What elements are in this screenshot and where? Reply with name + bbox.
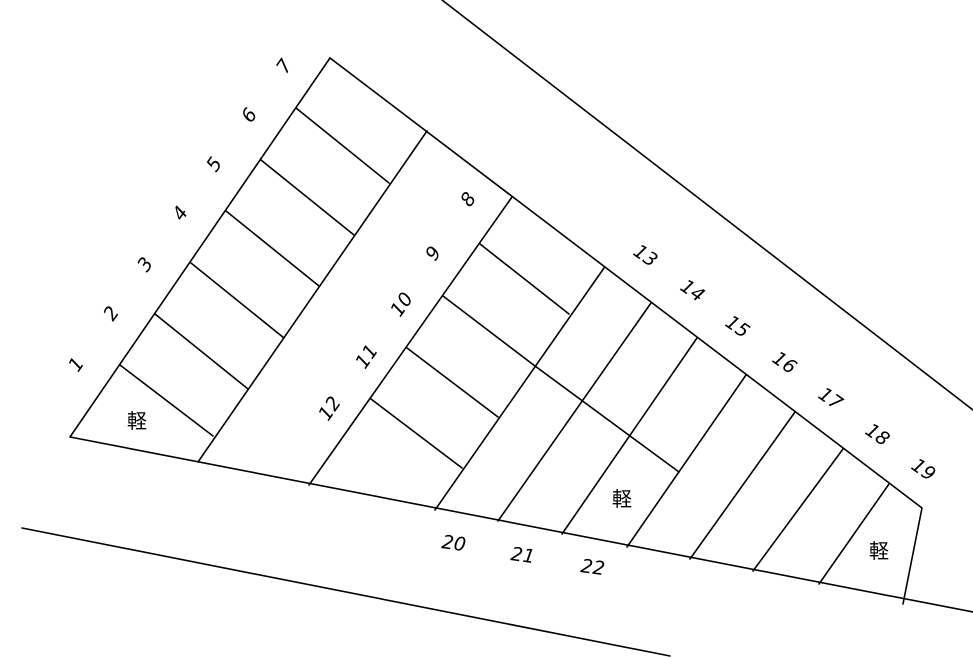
row1-inner-edge (197, 130, 428, 463)
stall-number: 18 (861, 419, 893, 451)
stall-divider (260, 159, 355, 236)
stall-number: 9 (421, 242, 446, 265)
stall-divider (689, 411, 796, 560)
stall-divider (119, 364, 214, 437)
stall-divider (190, 262, 285, 339)
stall-divider (752, 448, 844, 572)
road-line-bottom (21, 527, 671, 657)
stall-divider (534, 365, 680, 473)
stall-divider (479, 243, 570, 315)
lot-outline (69, 57, 973, 613)
stall-number: 21 (509, 543, 536, 568)
road-line-top (441, 0, 973, 411)
stall-divider (561, 337, 698, 535)
kei-label: 軽 (127, 409, 147, 433)
stall-number: 3 (133, 253, 158, 276)
stall-number: 7 (272, 55, 297, 78)
stall-divider (154, 313, 249, 390)
lot-outline-right (329, 57, 923, 605)
stall-number: 2 (99, 302, 124, 325)
stall-divider (442, 295, 536, 367)
stall-divider (295, 107, 390, 184)
stall-number: 1 (64, 353, 89, 376)
stall-number: 15 (721, 311, 753, 343)
stall-number: 10 (386, 288, 418, 320)
stall-number: 13 (629, 240, 661, 272)
stall-number: 6 (237, 104, 262, 127)
stall-divider (225, 210, 320, 287)
stall-number: 4 (168, 202, 193, 225)
stall-number: 20 (440, 531, 467, 556)
stall-number: 16 (768, 347, 800, 379)
kei-label: 軽 (869, 539, 889, 563)
stall-number: 11 (351, 340, 383, 372)
stall-number: 19 (907, 454, 939, 486)
stall-number: 5 (202, 153, 227, 176)
stall-divider (497, 302, 652, 522)
row2-outer-edge (308, 196, 513, 486)
stall-divider (406, 347, 499, 418)
stall-number: 12 (314, 392, 346, 424)
stall-divider (370, 398, 463, 469)
stall-number: 8 (456, 188, 481, 211)
stall-number: 17 (814, 383, 846, 415)
kei-label: 軽 (612, 487, 632, 511)
stall-divider (626, 374, 747, 548)
row3-inner-edge (434, 267, 605, 511)
stall-number: 14 (676, 275, 708, 307)
stall-number: 22 (579, 555, 606, 580)
stall-divider (818, 483, 890, 585)
